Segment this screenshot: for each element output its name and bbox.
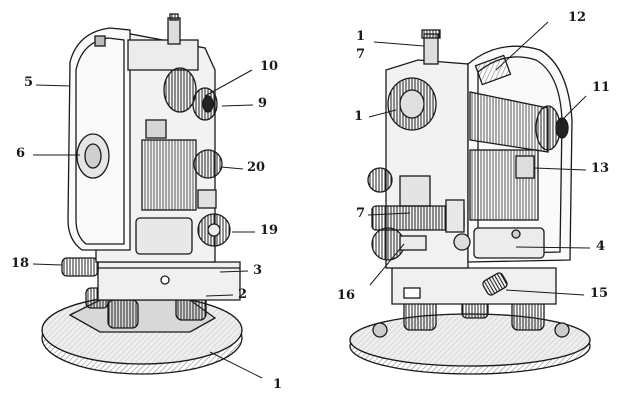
- callout-11: 11: [592, 80, 611, 95]
- left-focus-ring: [163, 67, 197, 113]
- left-leveling-screw-a: [107, 299, 139, 329]
- right-telescope: [469, 91, 549, 153]
- callout-6: 6: [16, 146, 26, 161]
- callout-19: 19: [260, 223, 279, 238]
- right-mirror: [474, 54, 512, 86]
- left-theodolite-view: [41, 13, 243, 375]
- callout-9: 9: [258, 96, 268, 111]
- left-clamp-knob: [61, 257, 99, 277]
- callout-12: 12: [568, 10, 587, 25]
- right-tangent-screw: [482, 272, 508, 296]
- right-plate-level: [473, 227, 545, 259]
- leader-lines: [32, 21, 591, 379]
- right-switch: [515, 155, 535, 179]
- left-telescope: [127, 39, 199, 71]
- right-eyepiece: [555, 117, 569, 139]
- left-upper-knob: [193, 149, 223, 179]
- callout-18: 18: [11, 256, 30, 271]
- callout-5: 5: [24, 75, 34, 90]
- right-clamp-knob: [371, 227, 405, 261]
- callout-16: 16: [337, 288, 356, 303]
- callout-20: 20: [247, 160, 266, 175]
- callout-17-bottom: 7: [356, 47, 366, 62]
- callout-4: 4: [596, 239, 606, 254]
- right-theodolite-view: [349, 29, 591, 375]
- callout-15: 15: [590, 286, 609, 301]
- callout-3: 3: [253, 263, 263, 278]
- callout-17-top: 1: [356, 29, 366, 44]
- callout-10: 10: [260, 59, 279, 74]
- right-tribrach: [391, 267, 557, 305]
- callout-1-left: 1: [273, 377, 283, 392]
- callout-7: 7: [356, 206, 366, 221]
- callout-2: 2: [238, 287, 248, 302]
- callout-1-right: 1: [354, 109, 364, 124]
- callout-13: 13: [591, 161, 610, 176]
